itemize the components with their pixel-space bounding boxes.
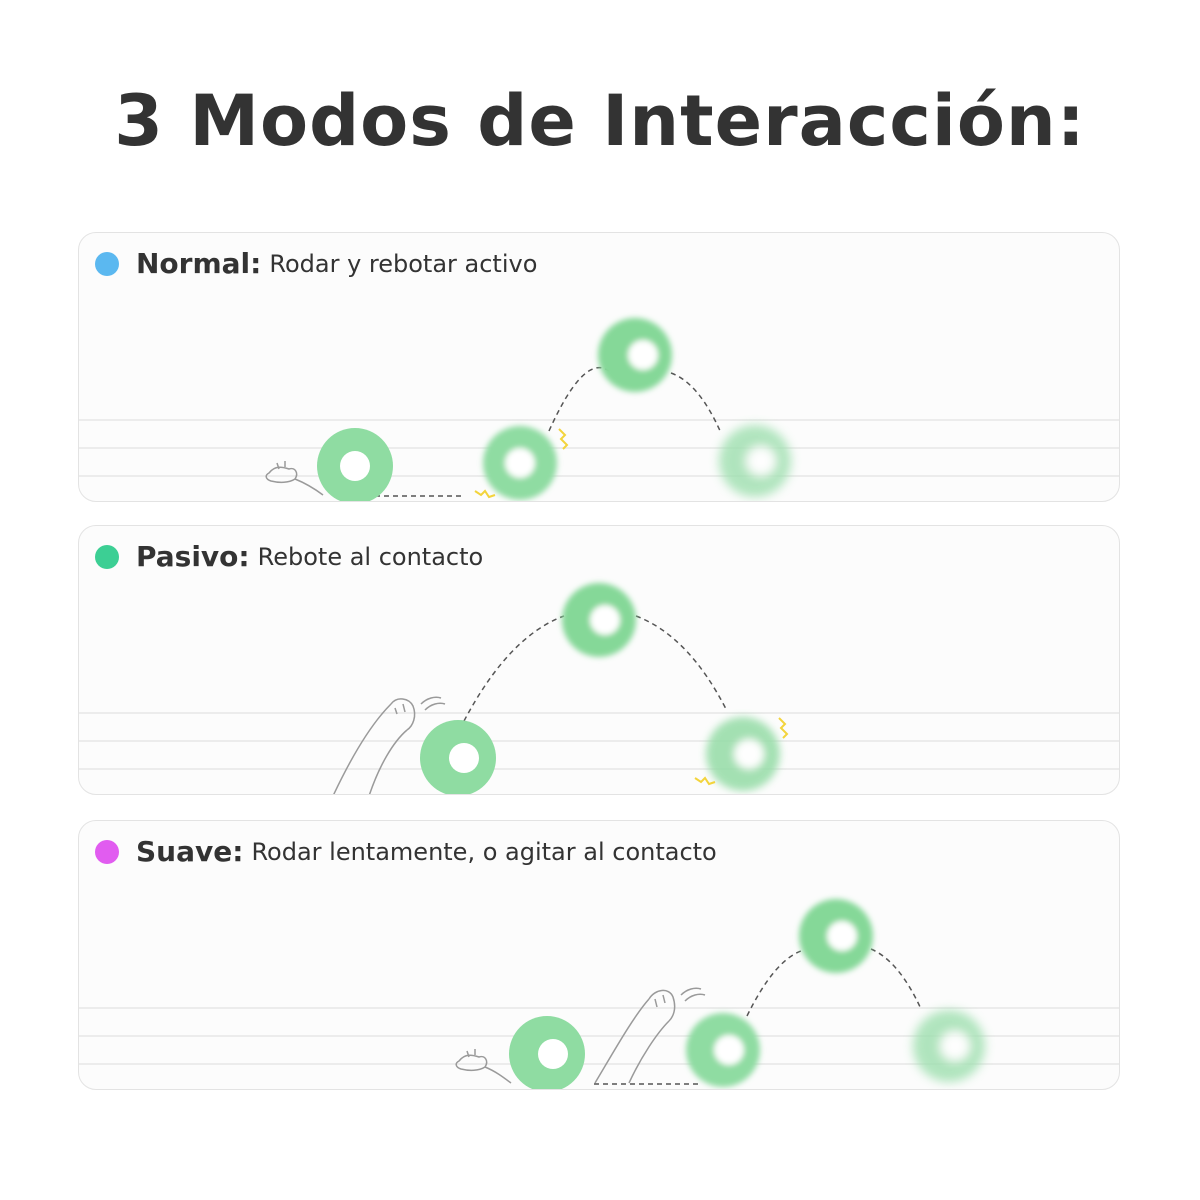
mode-header-normal: Normal: Rodar y rebotar activo <box>95 247 537 280</box>
mode-name-normal: Normal: <box>136 247 262 280</box>
floor-lines <box>79 419 1119 477</box>
bounce-path <box>670 372 722 434</box>
mode-description-normal: Rodar y rebotar activo <box>269 249 538 278</box>
ball-icon <box>598 318 672 392</box>
bounce-path <box>463 615 565 722</box>
ball-icon <box>799 899 873 973</box>
ball-icon <box>483 426 557 500</box>
paw-icon <box>265 461 324 496</box>
spark-icon <box>694 717 789 786</box>
suave-mode-illustration <box>79 899 1119 1089</box>
mode-panel-pasivo: Pasivo: Rebote al contacto <box>78 525 1120 795</box>
mode-dot-pasivo <box>95 544 119 569</box>
cat-arm-icon <box>333 696 446 794</box>
bounce-path <box>548 366 610 432</box>
ball-icon <box>562 583 636 657</box>
ball-icon <box>509 1016 585 1089</box>
ball-icon <box>420 720 496 794</box>
bounce-path <box>746 950 802 1017</box>
mode-panel-suave: Suave: Rodar lentamente, o agitar al con… <box>78 820 1120 1090</box>
bounce-path <box>635 615 728 712</box>
cat-arm-icon <box>594 987 706 1084</box>
ball-icon <box>913 1010 985 1082</box>
pasivo-mode-illustration <box>79 583 1119 794</box>
mode-header-pasivo: Pasivo: Rebote al contacto <box>95 540 483 573</box>
ball-icon <box>317 428 393 501</box>
floor-lines <box>79 712 1119 770</box>
ball-icon <box>686 1013 760 1087</box>
paw-icon <box>455 1049 512 1084</box>
mode-dot-suave <box>95 839 119 864</box>
mode-name-pasivo: Pasivo: <box>136 540 250 573</box>
ball-icon <box>706 717 780 791</box>
ball-icon <box>719 425 791 497</box>
mode-description-suave: Rodar lentamente, o agitar al contacto <box>251 837 717 866</box>
spark-icon <box>474 428 569 499</box>
mode-header-suave: Suave: Rodar lentamente, o agitar al con… <box>95 835 717 868</box>
mode-dot-normal <box>95 251 119 276</box>
normal-mode-illustration <box>79 318 1119 501</box>
mode-description-pasivo: Rebote al contacto <box>257 542 484 571</box>
bounce-path <box>870 948 922 1010</box>
mode-panel-normal: Normal: Rodar y rebotar activo <box>78 232 1120 502</box>
mode-name-suave: Suave: <box>136 835 244 868</box>
page-title: 3 Modos de Interacción: <box>114 80 1086 162</box>
